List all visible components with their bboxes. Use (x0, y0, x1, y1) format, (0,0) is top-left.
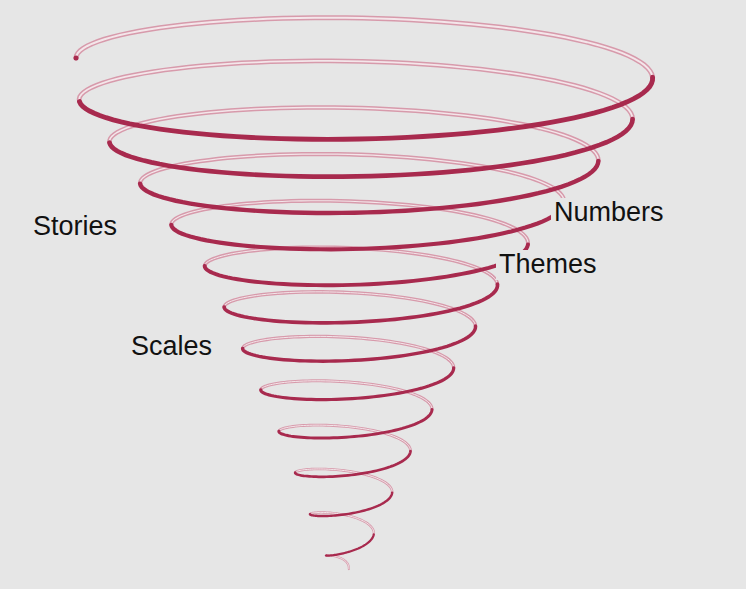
spiral-stroke (261, 368, 454, 400)
spiral-stroke (171, 203, 564, 250)
spiral-stroke (79, 61, 632, 119)
spiral-label: Themes (496, 250, 600, 280)
spiral-stroke (76, 18, 653, 78)
spiral-back-highlight (76, 18, 653, 569)
spiral-stroke (326, 555, 348, 569)
spiral-front (76, 58, 653, 556)
spiral-stroke (205, 244, 528, 285)
spiral-stroke (79, 61, 632, 119)
spiral-stroke (261, 381, 432, 410)
spiral-stroke (205, 247, 498, 284)
spiral-stroke (261, 381, 432, 410)
spiral-stroke (109, 119, 632, 177)
spiral-stroke (140, 161, 598, 213)
spiral-stroke (224, 284, 497, 323)
spiral-label: Scales (128, 332, 215, 362)
spiral-stroke (326, 555, 348, 569)
spiral-stroke (326, 534, 374, 555)
spiral-back (76, 18, 653, 569)
spiral-label: Stories (30, 212, 120, 242)
spiral-stroke (295, 469, 392, 493)
spiral-stroke (243, 326, 476, 361)
spiral-stroke (205, 247, 498, 284)
spiral-stroke (279, 409, 432, 438)
spiral-stroke (295, 451, 410, 477)
spiral-stroke (79, 77, 652, 139)
spiral-stroke (310, 493, 392, 516)
spiral-stroke (295, 469, 392, 493)
spiral-label: Numbers (551, 198, 667, 228)
